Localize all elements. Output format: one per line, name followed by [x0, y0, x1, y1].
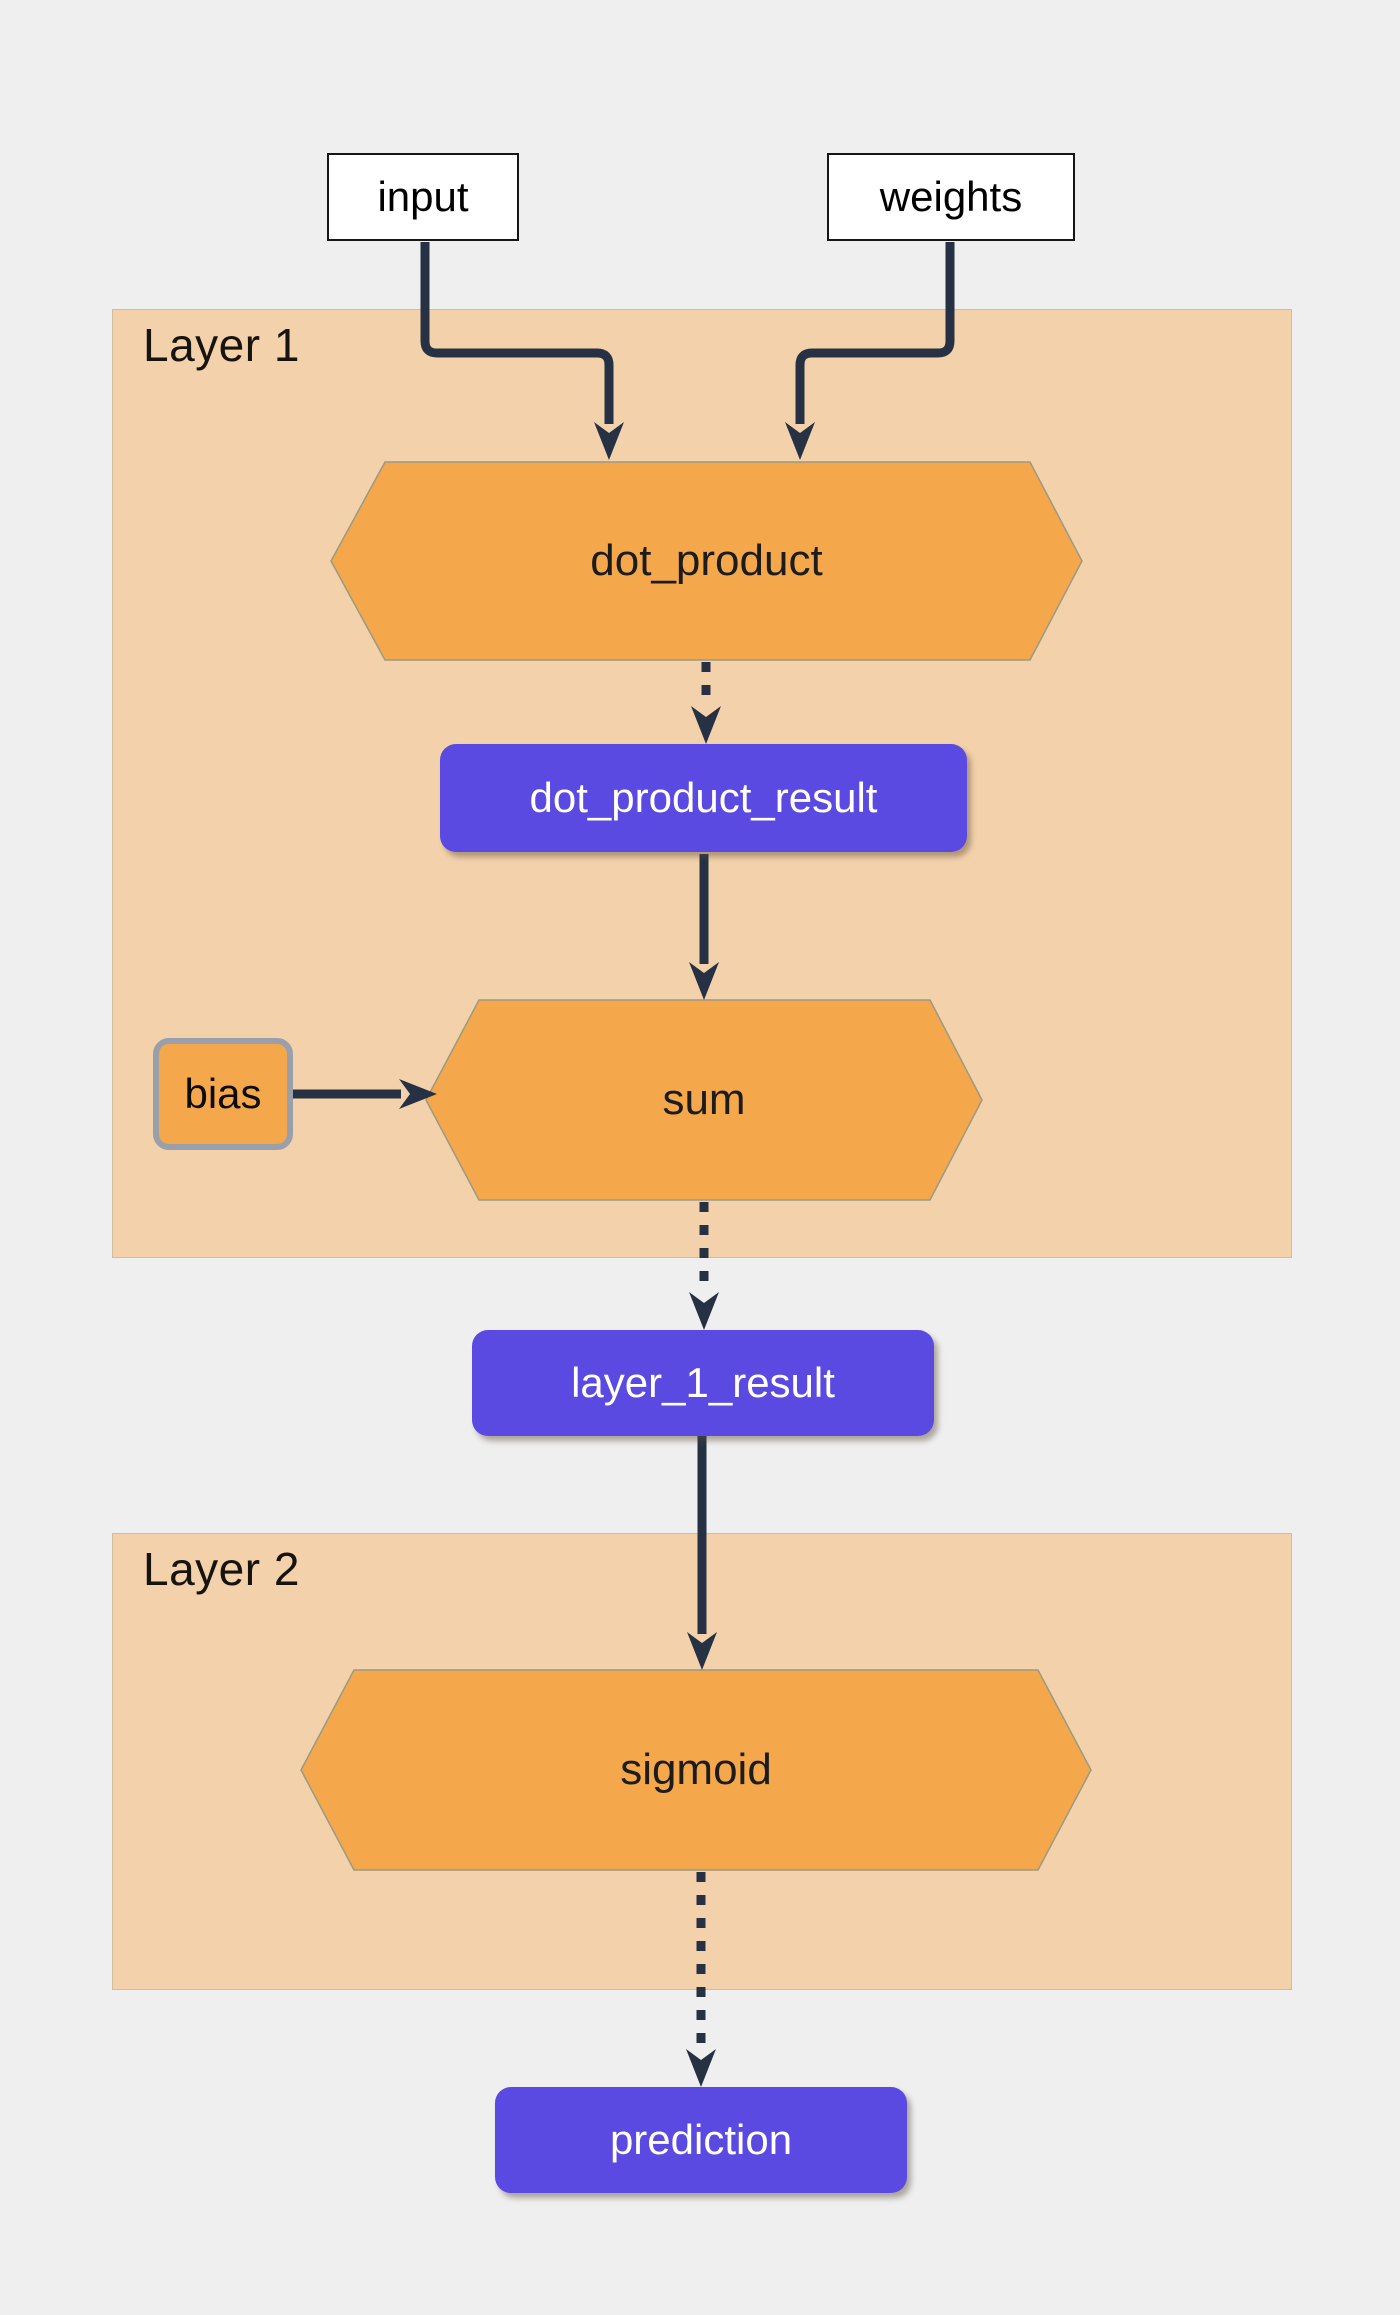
layer-1-label: Layer 1: [143, 319, 300, 371]
node-sigmoid: sigmoid: [301, 1670, 1091, 1870]
node-prediction: prediction: [495, 2087, 907, 2193]
node-weights: weights: [827, 153, 1075, 241]
edge-weights-to-dot-product: [785, 242, 955, 460]
edge-input-to-dot-product: [420, 242, 624, 460]
sum-hexagon: [425, 999, 983, 1201]
node-sum-label: sum: [662, 1075, 746, 1124]
node-dot-product: dot_product: [331, 462, 1082, 660]
node-dot-product-result: dot_product_result: [440, 744, 967, 852]
layer-2-label: Layer 2: [143, 1543, 300, 1595]
node-sigmoid-label: sigmoid: [620, 1745, 772, 1794]
node-layer-1-result: layer_1_result: [472, 1330, 934, 1436]
node-sum: sum: [426, 1000, 982, 1200]
node-bias: bias: [153, 1038, 293, 1150]
node-dot-product-result-label: dot_product_result: [529, 774, 878, 821]
node-input: input: [327, 153, 519, 241]
sigmoid-hexagon: [300, 1669, 1092, 1871]
node-weights-label: weights: [879, 173, 1023, 220]
node-prediction-label: prediction: [609, 2116, 793, 2163]
dot-product-hexagon: [330, 461, 1083, 661]
node-bias-label: bias: [184, 1070, 262, 1117]
node-input-label: input: [377, 173, 469, 220]
node-layer-1-result-label: layer_1_result: [571, 1359, 835, 1406]
node-dot-product-label: dot_product: [590, 536, 823, 585]
